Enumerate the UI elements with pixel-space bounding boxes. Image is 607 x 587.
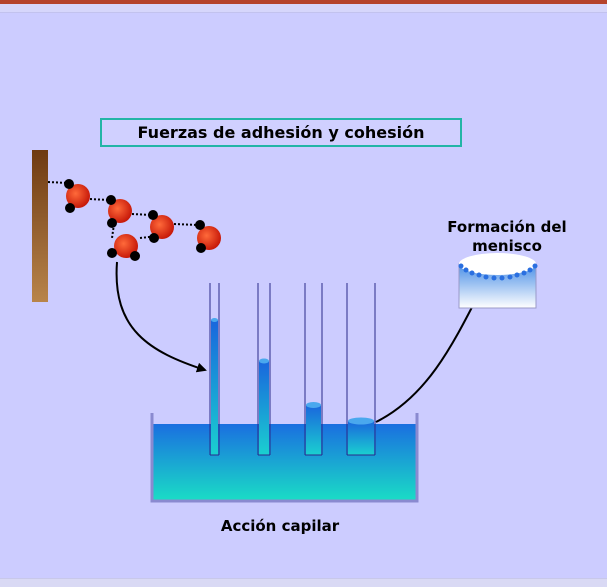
meniscus-dish xyxy=(458,253,538,309)
water-molecule xyxy=(107,234,140,261)
water-molecule xyxy=(64,179,90,213)
capillary-tube xyxy=(257,283,271,456)
capillary-tube xyxy=(346,283,376,456)
top-accent-bar xyxy=(0,0,607,4)
water-basin xyxy=(150,413,419,503)
water-molecule xyxy=(106,195,132,228)
top-divider xyxy=(0,4,607,13)
water-molecule xyxy=(195,220,221,253)
capillary-label: Acción capilar xyxy=(220,517,340,535)
capillary-tube xyxy=(304,283,323,456)
capillary-tube xyxy=(209,283,220,456)
bottom-strip xyxy=(0,578,607,587)
meniscus-label-line2: menisco xyxy=(472,237,542,255)
curved-arrow xyxy=(115,261,207,373)
meniscus-label-line1: Formación del xyxy=(447,218,567,236)
meniscus-label: Formación del menisco xyxy=(437,218,577,256)
diagram-title: Fuerzas de adhesión y cohesión xyxy=(100,118,462,147)
water-molecule xyxy=(148,210,174,243)
wooden-wall xyxy=(32,150,48,302)
